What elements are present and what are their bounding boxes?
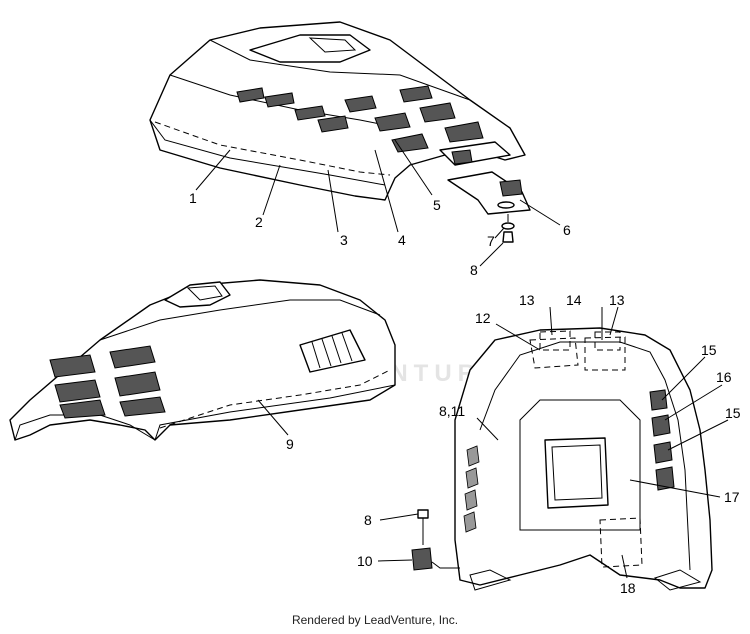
hood-under-assembly — [411, 327, 713, 591]
hood-under-decal-18 — [599, 517, 643, 568]
hood-under-tunnel — [519, 399, 641, 531]
hood-under-decal-13b — [594, 331, 621, 351]
hood-under-inner-panel — [544, 437, 609, 509]
hood-top-vents-left — [236, 87, 349, 133]
hood-top-scoop-inner — [308, 37, 357, 53]
callout-8-bottom: 8 — [364, 512, 372, 528]
callout-13b: 13 — [609, 292, 625, 308]
hood-under-decal-14 — [584, 336, 626, 371]
hood-under-vents-right — [649, 389, 675, 491]
callout-13a: 13 — [519, 292, 535, 308]
hood-side-assembly — [9, 279, 396, 441]
hood-under-inner-rim — [479, 341, 691, 571]
callout-8-11: 8,11 — [439, 403, 465, 419]
callout-12: 12 — [475, 310, 491, 326]
hood-top-shell — [149, 21, 526, 201]
screw-top — [502, 231, 514, 243]
footer-credit: Rendered by LeadVenture, Inc. — [291, 613, 459, 627]
hood-under-decal-13a — [539, 330, 571, 351]
hood-top-vents-right — [344, 85, 484, 153]
leader-lines — [195, 139, 729, 579]
callout-4: 4 — [398, 232, 406, 248]
hood-side-crest — [99, 299, 381, 341]
callout-5: 5 — [433, 197, 441, 213]
hood-top-crest — [209, 39, 471, 101]
callout-10: 10 — [357, 553, 373, 569]
hood-side-decal-outline — [159, 369, 391, 429]
callout-6: 6 — [563, 222, 571, 238]
hood-under-footwell-right — [653, 569, 702, 591]
callout-7: 7 — [487, 233, 495, 249]
callout-15b: 15 — [725, 405, 741, 421]
callout-14: 14 — [566, 292, 582, 308]
callout-9: 9 — [286, 436, 294, 452]
callout-labels: 1 2 3 4 5 6 7 8 9 12 13 14 13 15 16 15 8… — [189, 190, 741, 596]
callout-18: 18 — [620, 580, 636, 596]
callout-8-top: 8 — [470, 262, 478, 278]
bracket-hole — [497, 201, 515, 209]
callout-3: 3 — [340, 232, 348, 248]
bracket-vent — [499, 179, 523, 197]
hood-side-vents — [49, 345, 166, 419]
hood-under-decal-12 — [529, 337, 579, 369]
hood-under-footwell — [469, 569, 512, 591]
hood-under-inner-panel-border — [551, 444, 603, 501]
hood-top-decal-outline — [154, 121, 391, 176]
callout-16: 16 — [716, 369, 732, 385]
washer — [501, 222, 515, 230]
bolt — [417, 509, 429, 519]
hood-side-scoop — [164, 281, 231, 308]
hood-top-side-vent — [451, 149, 473, 165]
callout-17: 17 — [724, 489, 740, 505]
clip — [411, 547, 433, 571]
hood-under-vents-left — [463, 445, 480, 533]
hood-side-louvers — [299, 329, 366, 373]
callout-15a: 15 — [701, 342, 717, 358]
hood-side-lower-edge — [154, 384, 396, 441]
callout-2: 2 — [255, 214, 263, 230]
callout-1: 1 — [189, 190, 197, 206]
hood-top-assembly — [149, 21, 531, 243]
hood-top-lower-edge — [149, 119, 386, 186]
hood-top-scoop — [249, 34, 371, 63]
hood-side-scoop-inner — [186, 285, 223, 301]
